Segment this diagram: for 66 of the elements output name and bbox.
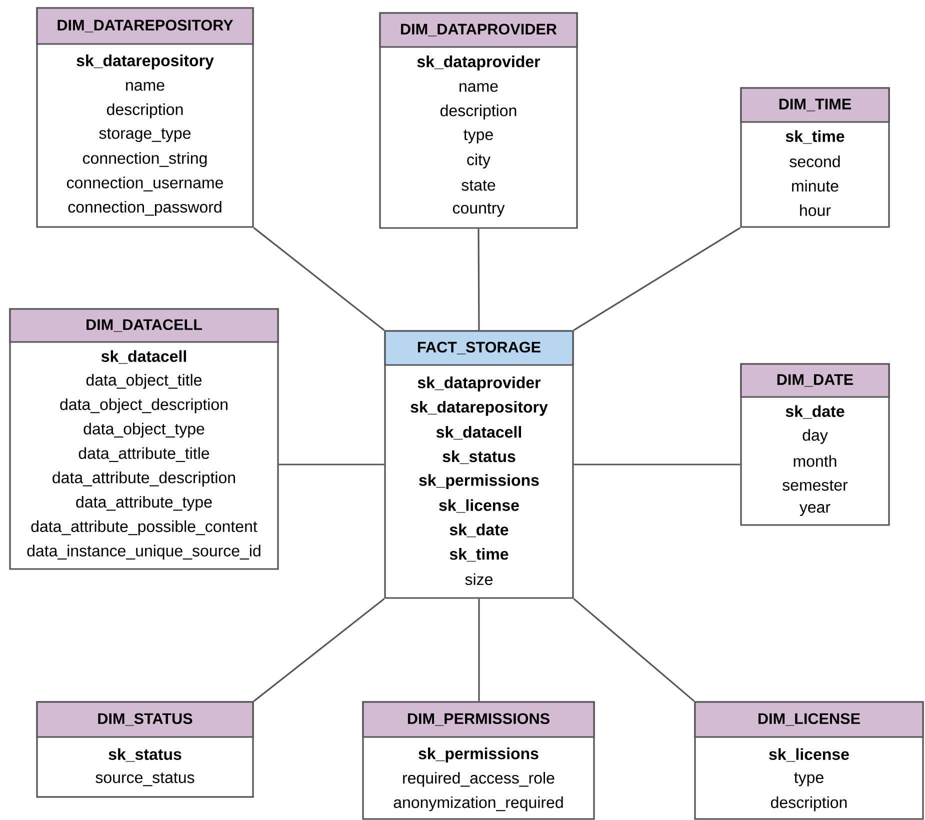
field-name: anonymization_required — [394, 796, 563, 812]
table-header: DIM_DATE — [740, 363, 890, 398]
field-name: data_object_type — [84, 422, 204, 438]
table-header: DIM_DATACELL — [9, 308, 279, 343]
table-header: DIM_TIME — [740, 87, 890, 123]
key-field: sk_datacell — [101, 350, 186, 364]
key-field: sk_datarepository — [410, 400, 548, 416]
key-field: sk_date — [450, 524, 508, 538]
field-name: month — [794, 455, 836, 467]
connector-line — [478, 598, 480, 702]
table-header: FACT_STORAGE — [384, 330, 574, 366]
field-name: type — [464, 130, 493, 144]
field-name: data_attribute_type — [76, 496, 212, 511]
connector-line — [574, 464, 740, 466]
field-name: description — [107, 103, 183, 118]
field-name: state — [462, 180, 496, 191]
table-header: DIM_DATAREPOSITORY — [36, 7, 254, 45]
field-name: name — [126, 82, 164, 91]
table-header: DIM_LICENSE — [694, 701, 924, 738]
key-field: sk_dataprovider — [417, 56, 540, 70]
connector-line — [573, 227, 741, 331]
field-name: description — [440, 104, 516, 120]
connector-line — [278, 464, 384, 466]
key-field: sk_permissions — [419, 474, 539, 490]
field-name: data_object_title — [86, 374, 202, 389]
field-name: type — [794, 772, 824, 786]
key-field: sk_license — [439, 499, 519, 513]
field-name: name — [460, 83, 498, 92]
connector-line — [573, 598, 695, 702]
key-field: sk_time — [786, 130, 844, 144]
field-name: data_attribute_title — [78, 447, 210, 462]
field-name: storage_type — [99, 128, 191, 142]
table-header: DIM_DATAPROVIDER — [379, 12, 578, 48]
field-name: hour — [800, 204, 831, 216]
field-name: second — [790, 156, 840, 168]
connector-line — [253, 227, 385, 331]
field-name: data_instance_unique_source_id — [27, 544, 260, 560]
key-field: sk_status — [108, 748, 182, 762]
field-name: city — [467, 154, 490, 168]
key-field: sk_datacell — [436, 426, 521, 440]
field-name: year — [799, 504, 830, 516]
key-field: sk_time — [450, 548, 508, 562]
field-name: size — [465, 573, 492, 586]
connector-line — [253, 598, 385, 702]
key-field: sk_date — [786, 405, 844, 419]
field-name: minute — [792, 180, 838, 192]
connector-line — [478, 228, 480, 330]
field-name: description — [770, 796, 847, 812]
field-name: connection_username — [66, 176, 223, 192]
field-name: required_access_role — [403, 772, 554, 787]
field-name: country — [452, 203, 505, 217]
field-name: connection_string — [82, 152, 207, 168]
key-field: sk_status — [442, 450, 516, 464]
key-field: sk_permissions — [418, 748, 538, 762]
key-field: sk_license — [769, 748, 849, 762]
field-name: day — [802, 429, 828, 444]
key-field: sk_datarepository — [76, 54, 214, 70]
field-name: data_attribute_possible_content — [31, 520, 258, 536]
table-header: DIM_PERMISSIONS — [362, 701, 595, 738]
field-name: data_attribute_description — [52, 472, 235, 486]
field-name: source_status — [96, 772, 194, 786]
field-name: connection_password — [68, 200, 222, 216]
key-field: sk_dataprovider — [418, 376, 541, 392]
field-name: semester — [782, 480, 848, 491]
field-name: data_object_description — [60, 398, 228, 414]
table-header: DIM_STATUS — [36, 701, 254, 738]
